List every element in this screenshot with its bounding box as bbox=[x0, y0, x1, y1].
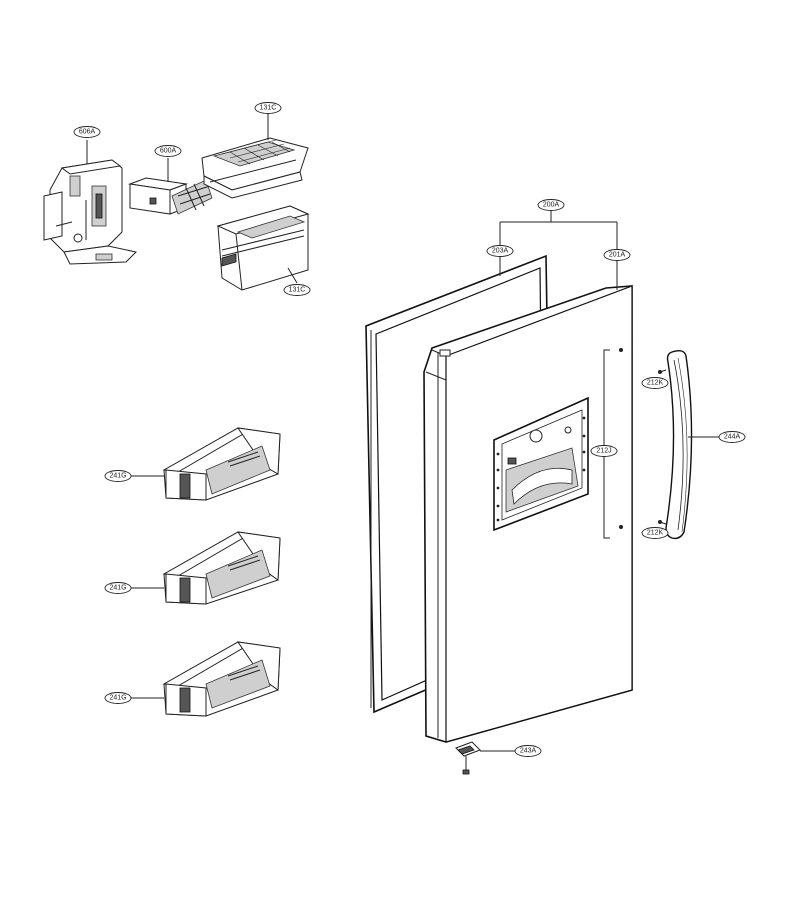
label-241G-3: 241G bbox=[109, 695, 126, 702]
callout-241G-1 bbox=[104, 470, 132, 482]
ice-bin-131C bbox=[216, 205, 310, 291]
label-212K-bottom: 212K bbox=[647, 530, 664, 537]
label-241G-1: 241G bbox=[109, 473, 126, 480]
label-200A: 200A bbox=[543, 202, 560, 209]
door-handle-244A bbox=[665, 349, 693, 540]
label-241G-2: 241G bbox=[109, 585, 126, 592]
callout-200A bbox=[537, 199, 565, 211]
callout-131C-bottom bbox=[283, 284, 311, 296]
door-bin-241G-1 bbox=[162, 427, 281, 501]
label-212K-top: 212K bbox=[647, 380, 664, 387]
bracket-212J bbox=[603, 349, 610, 539]
label-131C-top: 131C bbox=[260, 105, 277, 112]
handle-screw-212K-top bbox=[658, 369, 667, 374]
callout-203A bbox=[486, 245, 514, 257]
label-212J: 212J bbox=[596, 448, 611, 455]
lower-hinge-243A bbox=[455, 741, 481, 775]
callout-606A bbox=[73, 126, 101, 138]
ice-tray-600A bbox=[128, 177, 213, 215]
label-243A: 243A bbox=[520, 748, 537, 755]
callout-244A bbox=[718, 431, 746, 443]
ice-maker-bracket-606A bbox=[43, 159, 138, 265]
callout-241G-2 bbox=[104, 582, 132, 594]
door-bin-241G-2 bbox=[162, 531, 281, 605]
callout-243A bbox=[514, 745, 542, 757]
callout-212J bbox=[590, 445, 618, 457]
label-600A: 600A bbox=[160, 148, 177, 155]
label-606A: 606A bbox=[79, 129, 96, 136]
door-bin-241G-3 bbox=[162, 641, 281, 717]
label-244A: 244A bbox=[724, 434, 741, 441]
callout-212K-top bbox=[641, 377, 669, 389]
label-201A: 201A bbox=[609, 252, 626, 259]
leader-131C-bottom bbox=[287, 267, 298, 284]
callout-212K-bottom bbox=[641, 527, 669, 539]
callout-201A bbox=[603, 249, 631, 261]
freezer-door-201A bbox=[423, 285, 633, 743]
handle-screw-212K-bottom bbox=[658, 520, 667, 525]
callout-131C-top bbox=[254, 102, 282, 114]
label-131C-bottom: 131C bbox=[289, 287, 306, 294]
label-203A: 203A bbox=[492, 248, 509, 255]
callout-600A bbox=[154, 145, 182, 157]
callout-241G-3 bbox=[104, 692, 132, 704]
ice-bin-cover-131C bbox=[201, 137, 309, 199]
